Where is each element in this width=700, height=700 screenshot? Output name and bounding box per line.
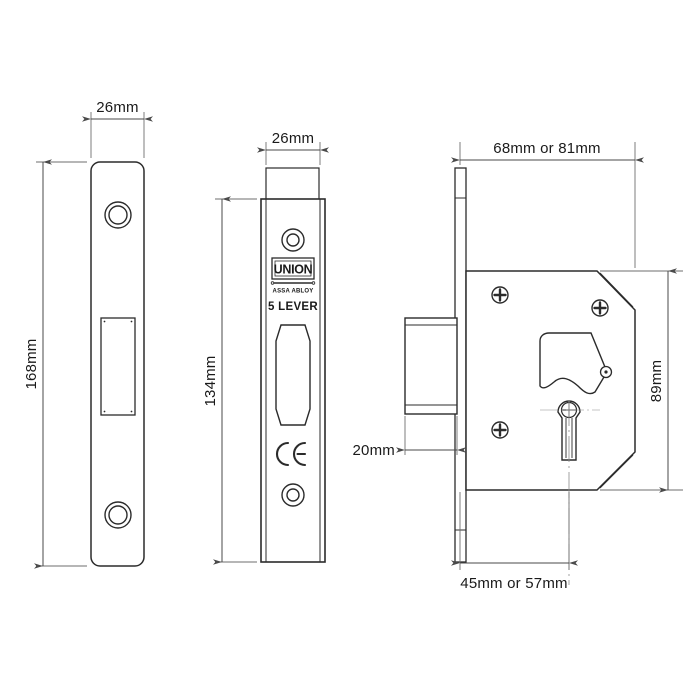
- bolt-throw-dimension: 20mm: [353, 416, 466, 459]
- faceplate-bottom-screw-hole: [281, 483, 305, 507]
- bolt-throw-label: 20mm: [353, 442, 395, 459]
- faceplate-height-dimension: 134mm: [202, 196, 257, 565]
- backset-dimension: 45mm or 57mm: [451, 492, 578, 592]
- case-height-dimension: 89mm: [600, 268, 683, 493]
- union-logo: UNION: [270, 257, 316, 285]
- case-screw-top-right: [591, 299, 609, 317]
- lever-count-text: 5 LEVER: [268, 301, 318, 313]
- lever-pack-outline: [539, 332, 613, 395]
- forend-width-label: 26mm: [96, 99, 138, 116]
- assa-abloy-text: ASSA ABLOY: [273, 289, 314, 295]
- faceplate-view: UNION ASSA ABLOY 5 LEVER: [260, 167, 326, 563]
- backset-label: 45mm or 57mm: [460, 575, 567, 592]
- forend-bolt-aperture: [100, 317, 136, 416]
- faceplate-height-label: 134mm: [202, 355, 219, 406]
- case-view: [404, 167, 636, 585]
- case-deadbolt: [404, 317, 458, 415]
- forend-top-screw-hole: [104, 201, 132, 229]
- case-fixing-screws: [491, 286, 609, 439]
- forend-bottom-screw-hole: [104, 501, 132, 529]
- case-screw-bottom-left: [491, 421, 509, 439]
- case-depth-dimension: 68mm or 81mm: [451, 140, 644, 268]
- faceplate-width-label: 26mm: [272, 130, 314, 147]
- ce-mark: [276, 441, 307, 467]
- forend-width-dimension: 26mm: [82, 99, 153, 158]
- faceplate-top-screw-hole: [281, 228, 305, 252]
- forend-height-dimension: 168mm: [23, 159, 87, 569]
- faceplate-width-dimension: 26mm: [257, 130, 329, 165]
- case-screw-top-left: [491, 286, 509, 304]
- forend-view: [90, 161, 145, 567]
- union-logo-text: UNION: [274, 263, 313, 277]
- forend-height-label: 168mm: [23, 338, 40, 389]
- faceplate-deadbolt-outline: [275, 324, 311, 426]
- faceplate-case-top: [265, 167, 320, 201]
- case-height-label: 89mm: [648, 360, 665, 402]
- case-depth-label: 68mm or 81mm: [493, 140, 600, 157]
